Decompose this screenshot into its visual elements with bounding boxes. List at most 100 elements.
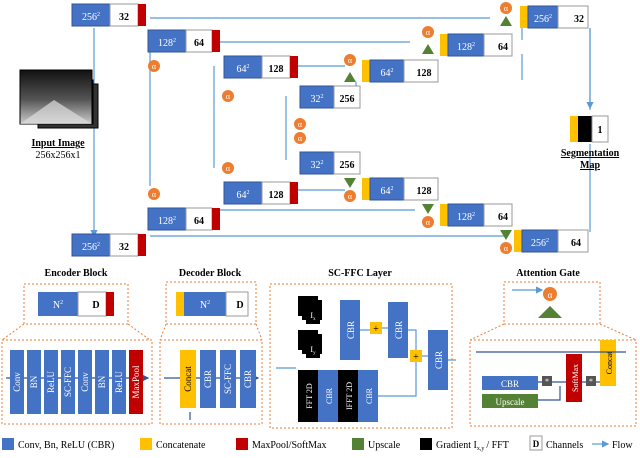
bottom-decoder-2: 1282 64 — [440, 203, 513, 227]
input-image — [19, 69, 99, 129]
svg-text:CBR: CBR — [325, 387, 334, 404]
output-channels: 1 — [598, 125, 603, 136]
top-decoder-1: 642 128 — [362, 59, 439, 83]
decoder-panel: N2 D — [159, 281, 262, 425]
attention-panel-title: Attention Gate — [516, 268, 580, 279]
layer-concat — [180, 350, 196, 408]
layer-cbr — [200, 350, 216, 408]
alpha-gate-icon: α — [148, 188, 160, 200]
svg-text:α: α — [426, 218, 431, 227]
svg-text:64: 64 — [498, 42, 508, 53]
svg-text:1282: 1282 — [158, 38, 176, 49]
alpha-gate-icon: α — [344, 190, 356, 202]
svg-text:322: 322 — [311, 94, 324, 105]
svg-text:α: α — [298, 134, 303, 143]
svg-text:2562: 2562 — [531, 238, 549, 249]
middle-block-1: 322 256 — [299, 151, 361, 175]
layer-label: ReLU — [114, 371, 124, 393]
svg-text:α: α — [504, 4, 509, 13]
layer-sc-ffc — [61, 350, 75, 414]
alpha-gate-icon: α — [344, 54, 356, 66]
svg-text:642: 642 — [381, 68, 394, 79]
svg-text:α: α — [226, 164, 231, 173]
legend-swatch-gradient — [420, 438, 432, 450]
legend-swatch-concat — [140, 438, 152, 450]
svg-text:α: α — [226, 92, 231, 101]
legend-channels-icon — [529, 435, 543, 451]
alpha-gate-icon: α — [294, 132, 306, 144]
layer-cbr — [240, 350, 256, 408]
middle-block-4: 2562 32 — [71, 233, 146, 257]
svg-text:CBR: CBR — [394, 321, 404, 339]
layer-label: CBR — [203, 370, 213, 388]
svg-text:α: α — [426, 28, 431, 37]
layer-label: SC-FFC — [63, 367, 73, 397]
layer-label: BN — [29, 375, 39, 388]
svg-text:Flow: Flow — [612, 440, 633, 451]
decoder-panel-title: Decoder Block — [179, 268, 242, 279]
input-title: Input Image — [31, 138, 85, 149]
svg-text:Gradient Ix,y/ FFT: Gradient Ix,y/ FFT — [436, 440, 509, 452]
encoder-block-3: 642 128 — [223, 55, 298, 79]
svg-text:α: α — [348, 56, 353, 65]
svg-text:2562: 2562 — [82, 242, 100, 253]
svg-text:CBR: CBR — [501, 379, 519, 389]
upscale-triangle-icon — [344, 178, 356, 188]
layer-label: Conv — [12, 372, 22, 392]
alpha-gate-icon: α — [422, 26, 434, 38]
svg-text:N2: N2 — [53, 300, 63, 311]
layer-sc-ffc — [220, 350, 236, 408]
layer-bn — [27, 350, 41, 414]
alpha-gate-icon: α — [500, 2, 512, 14]
svg-text:64: 64 — [498, 212, 508, 223]
svg-text:D: D — [92, 300, 99, 311]
svg-text:322: 322 — [311, 160, 324, 171]
encoder-column: 2562 32 1282 64 642 128 322 256 — [71, 3, 361, 109]
output-block: 1 Segmentation Map — [561, 115, 620, 171]
alpha-gate-icon: α — [294, 118, 306, 130]
svg-text:MaxPool/SoftMax: MaxPool/SoftMax — [252, 440, 326, 451]
svg-text:CBR: CBR — [346, 321, 356, 339]
svg-text:α: α — [152, 190, 157, 199]
encoder-block-2: 1282 64 — [147, 29, 220, 53]
bottom-decoder-3: 2562 64 — [514, 229, 589, 253]
top-decoders: 642 128 1282 64 2562 32 — [362, 5, 589, 83]
svg-text:CBR: CBR — [434, 351, 444, 369]
svg-text:256: 256 — [340, 160, 355, 171]
svg-text:+: + — [373, 324, 379, 335]
svg-text:32: 32 — [574, 14, 584, 25]
alpha-gate-icon: α — [222, 162, 234, 174]
enc1-channels: 32 — [119, 12, 129, 23]
alpha-gate-icon: α — [422, 216, 434, 228]
bottom-decoders: 642 128 1282 64 2562 64 — [362, 177, 589, 253]
output-title-2: Map — [580, 160, 600, 171]
encoder-block-4: 322 256 — [299, 85, 361, 109]
legend-swatch-cbr — [2, 438, 14, 450]
upscale-triangle-icon — [422, 204, 434, 214]
svg-text:IFFT 2D: IFFT 2D — [345, 382, 354, 410]
svg-text:642: 642 — [381, 186, 394, 197]
upscale-triangle-icon — [500, 230, 512, 240]
upscale-triangle-icon — [344, 72, 356, 82]
legend-label-cbr: Conv, Bn, ReLU (CBR) — [18, 440, 114, 451]
svg-text:SoftMax: SoftMax — [571, 364, 580, 392]
svg-text:128: 128 — [269, 64, 284, 75]
encoder-panel-title: Encoder Block — [45, 268, 108, 279]
attention-panel: α CBR Upscale * SoftMax * Concat — [469, 281, 637, 427]
legend-swatch-upscale — [352, 438, 364, 450]
layer-maxpool — [129, 350, 143, 414]
alpha-gate-icon: α — [222, 90, 234, 102]
svg-text:2562: 2562 — [534, 14, 552, 25]
output-title: Segmentation — [561, 148, 620, 159]
layer-label: Conv — [80, 372, 90, 392]
svg-text:1282: 1282 — [457, 42, 475, 53]
layer-conv — [10, 350, 24, 414]
svg-text:64: 64 — [571, 238, 581, 249]
svg-text:1282: 1282 — [158, 216, 176, 227]
svg-text:Upscale: Upscale — [496, 397, 525, 407]
svg-text:32: 32 — [119, 242, 129, 253]
alpha-gate-icon: α — [148, 60, 160, 72]
svg-text:Concatenate: Concatenate — [156, 440, 206, 451]
encoder-block-1: 2562 32 — [71, 3, 146, 27]
